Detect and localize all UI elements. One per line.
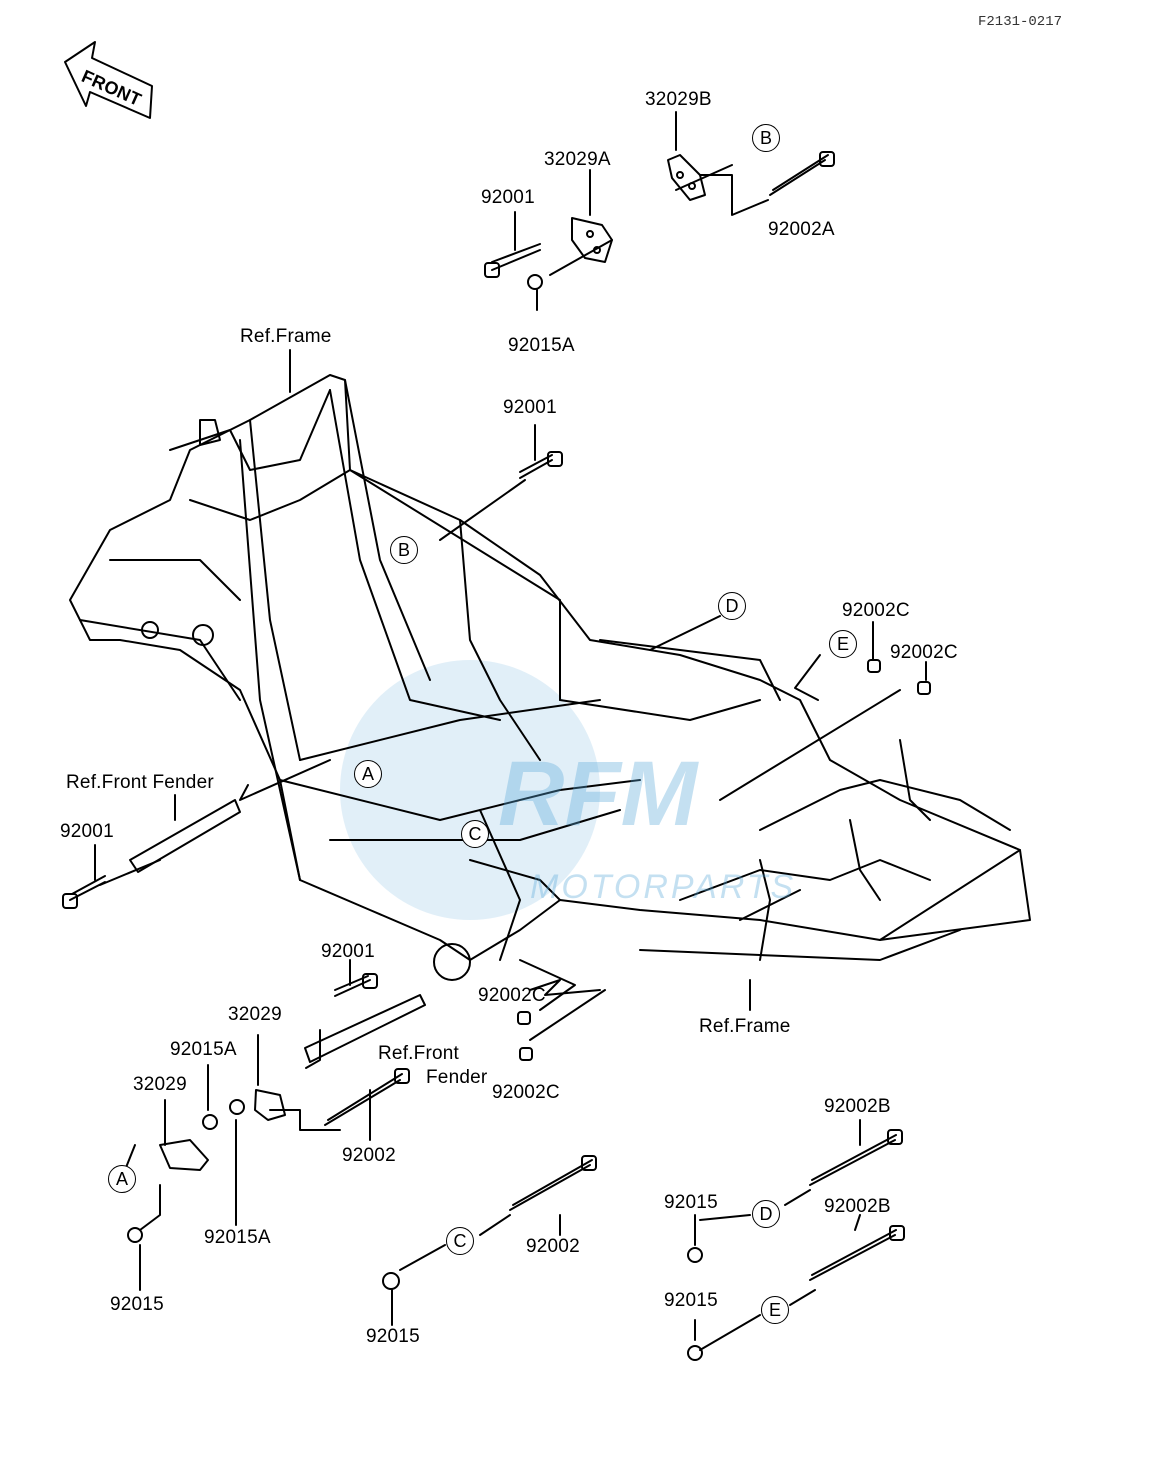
label-32029-mid: 32029	[228, 1004, 282, 1025]
callout-b-top: B	[752, 124, 780, 152]
label-ref-frame-top: Ref.Frame	[240, 326, 332, 347]
label-92015a-top: 92015A	[508, 335, 575, 356]
label-92001-left: 92001	[60, 821, 114, 842]
label-ref-front-fender-left: Ref.Front Fender	[66, 772, 214, 793]
callout-d-frame: D	[718, 592, 746, 620]
callout-e-frame: E	[829, 630, 857, 658]
label-92002c-4: 92002C	[492, 1082, 560, 1103]
callout-d-low: D	[752, 1200, 780, 1228]
label-92002b-2: 92002B	[824, 1196, 891, 1217]
label-92002c-1: 92002C	[842, 600, 910, 621]
label-92015-left: 92015	[110, 1294, 164, 1315]
label-92015-right2: 92015	[664, 1290, 718, 1311]
label-92002a: 92002A	[768, 219, 835, 240]
label-ref-frame-bottom: Ref.Frame	[699, 1016, 791, 1037]
watermark-logo: RFM	[498, 743, 698, 845]
label-32029-left: 32029	[133, 1074, 187, 1095]
label-92015-right1: 92015	[664, 1192, 718, 1213]
callout-e-low: E	[761, 1296, 789, 1324]
callout-a-frame: A	[354, 760, 382, 788]
label-92015-low: 92015	[366, 1326, 420, 1347]
callout-b-frame: B	[390, 536, 418, 564]
callout-a-low: A	[108, 1165, 136, 1193]
watermark-subtitle: MOTORPARTS	[530, 868, 797, 906]
label-92002c-2: 92002C	[890, 642, 958, 663]
label-92001-mid: 92001	[503, 397, 557, 418]
label-92002-low: 92002	[526, 1236, 580, 1257]
callout-c-low: C	[446, 1227, 474, 1255]
document-id: F2131-0217	[978, 14, 1063, 30]
label-92015a-low: 92015A	[204, 1227, 271, 1248]
label-92002b-1: 92002B	[824, 1096, 891, 1117]
front-arrow-icon	[64, 41, 153, 119]
label-92001-top: 92001	[481, 187, 535, 208]
callout-c-frame: C	[461, 820, 489, 848]
label-ref-front-mid: Ref.Front	[378, 1043, 459, 1064]
watermark-globe	[340, 660, 600, 920]
label-92001-low: 92001	[321, 941, 375, 962]
label-fender-mid: Fender	[426, 1067, 488, 1088]
label-92002-mid: 92002	[342, 1145, 396, 1166]
label-32029b: 32029B	[645, 89, 712, 110]
label-32029a: 32029A	[544, 149, 611, 170]
label-92002c-3: 92002C	[478, 985, 546, 1006]
label-92015a-left: 92015A	[170, 1039, 237, 1060]
